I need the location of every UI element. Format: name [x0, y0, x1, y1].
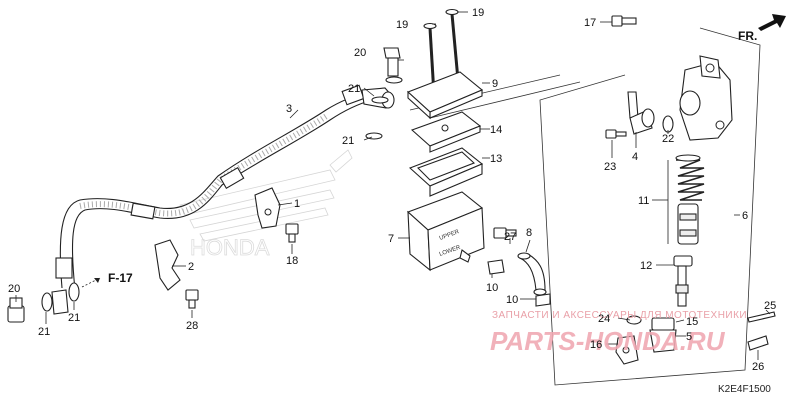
front-direction-indicator: FR.	[738, 14, 786, 43]
callout-17: 17	[584, 17, 596, 29]
reservoir-diaphragm	[408, 147, 484, 197]
ref-arrow: F-17	[81, 271, 133, 288]
callout-labels: 3 1 2 18 28 20 21 21 20 21 21 19 19 9 14…	[8, 7, 776, 373]
callout-3: 3	[286, 103, 292, 115]
callout-6: 6	[742, 210, 748, 222]
callout-18: 18	[286, 255, 298, 267]
watermark-text: ЗАПЧАСТИ И АКСЕССУАРЫ ДЛЯ МОТОТЕХНИКИ	[492, 310, 747, 321]
watermark-logo: PARTS-HONDA.RU	[490, 326, 726, 356]
callout-9: 9	[492, 78, 498, 90]
hose-clip-1	[254, 187, 281, 229]
callout-13: 13	[490, 153, 502, 165]
o-ring-22	[662, 115, 674, 133]
callout-10-upper: 10	[486, 282, 498, 294]
callout-12: 12	[640, 260, 652, 272]
callout-15: 15	[686, 316, 698, 328]
reservoir-cap	[406, 71, 484, 120]
master-cylinder	[679, 55, 733, 141]
lower-banjo-assembly	[7, 282, 80, 323]
upper-banjo-assembly	[365, 47, 403, 140]
callout-25: 25	[764, 300, 776, 312]
callout-11: 11	[638, 195, 649, 207]
reservoir-plate	[410, 111, 482, 153]
pins	[747, 311, 776, 351]
callout-21-mid: 21	[342, 135, 354, 147]
callout-21-lower-left: 21	[38, 326, 50, 338]
callout-19-right: 19	[472, 7, 484, 19]
callout-24: 24	[598, 313, 610, 325]
callout-19-left: 19	[396, 19, 408, 31]
callout-1: 1	[294, 198, 300, 210]
callout-8: 8	[526, 227, 532, 239]
callout-4: 4	[632, 151, 638, 163]
ref-label-f17: F-17	[108, 271, 133, 285]
brake-hose	[55, 84, 395, 291]
callout-27: 27	[504, 231, 516, 243]
bolt-28	[185, 289, 199, 309]
bolt-17	[611, 15, 637, 27]
leader-lines	[15, 11, 771, 360]
piston-set	[673, 154, 705, 307]
diagram-code: K2E4F1500	[718, 384, 771, 395]
callout-14: 14	[490, 124, 502, 136]
callout-21-lower-right: 21	[68, 312, 80, 324]
hose-joint	[627, 91, 655, 135]
callout-21-upper: 21	[348, 83, 360, 95]
callout-22: 22	[662, 133, 674, 145]
reservoir: UPPER LOWER	[406, 191, 485, 272]
screw-23	[605, 129, 627, 139]
front-label: FR.	[738, 29, 757, 43]
callout-20-upper: 20	[354, 47, 366, 59]
reservoir-hose	[487, 252, 551, 307]
callout-26: 26	[752, 361, 764, 373]
callout-16: 16	[590, 339, 602, 351]
callout-20-lower: 20	[8, 283, 20, 295]
callout-10-lower: 10	[506, 294, 518, 306]
honda-wing-logo: HONDA	[179, 149, 353, 260]
callout-7: 7	[388, 233, 394, 245]
bolt-27	[493, 227, 517, 239]
callout-23: 23	[604, 161, 616, 173]
svg-text:HONDA: HONDA	[190, 235, 270, 260]
bolt-18	[285, 223, 299, 243]
callout-5: 5	[686, 331, 692, 343]
callout-28: 28	[186, 320, 198, 332]
hose-clip-2	[154, 239, 181, 291]
callout-2: 2	[188, 261, 194, 273]
watermark: ЗАПЧАСТИ И АКСЕССУАРЫ ДЛЯ МОТОТЕХНИКИ PA…	[490, 310, 747, 356]
lower-rod-parts	[615, 315, 677, 365]
